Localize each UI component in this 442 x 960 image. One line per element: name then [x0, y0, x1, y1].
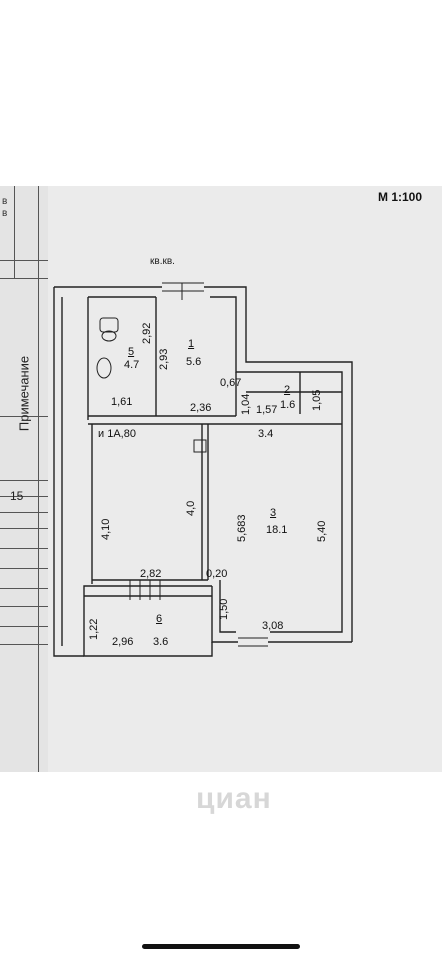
- dim-4-10: 4,10: [100, 518, 112, 540]
- plan-sheet: [48, 186, 442, 772]
- dim-1-05: 1,05: [311, 389, 323, 411]
- dim-2-82: 2,82: [140, 568, 162, 580]
- dim-2-96: 2,96: [112, 636, 134, 648]
- room-3-area: 18.1: [266, 524, 288, 536]
- room-3-number: 3: [270, 507, 277, 519]
- door-icon: [193, 439, 207, 453]
- dim-0-67: 0,67: [220, 377, 242, 389]
- home-indicator[interactable]: [142, 944, 300, 949]
- outer-wall-right-notch: [245, 302, 353, 642]
- dim-1-57: 1,57: [256, 404, 278, 416]
- dim-3-4: 3.4: [258, 428, 274, 440]
- room-1-area: 5.6: [186, 356, 202, 368]
- toilet-icon: [99, 317, 119, 333]
- outer-wall-top-right: [204, 286, 247, 302]
- outer-wall-left: [53, 287, 84, 657]
- room-5-area: 4.7: [124, 359, 140, 371]
- dim-2-36: 2,36: [190, 402, 212, 414]
- corner-text: в в: [2, 196, 8, 219]
- left-sheet: [0, 186, 51, 772]
- dim-5-40: 5,40: [316, 520, 328, 542]
- dim-3-08: 3,08: [262, 620, 284, 632]
- room-5-number: 5: [128, 346, 135, 358]
- room-1-number: 1: [188, 338, 195, 350]
- dim-2-92: 2,92: [141, 322, 153, 344]
- room-6-area: 3.6: [153, 636, 169, 648]
- dim-1-80: и 1А,80: [98, 428, 136, 440]
- dim-1-04: 1,04: [240, 393, 252, 415]
- room-2-area: 1.6: [280, 399, 296, 411]
- dim-1-22: 1,22: [88, 618, 100, 640]
- sink-icon: [96, 357, 112, 379]
- dim-4-0: 4,0: [185, 500, 197, 516]
- windows: [129, 282, 268, 647]
- scale-label: М 1:100: [378, 190, 423, 204]
- top-mark: кв.кв.: [150, 256, 175, 267]
- row-number: 15: [10, 489, 24, 503]
- room-6-number: 6: [156, 613, 163, 625]
- dim-2-93: 2,93: [158, 348, 170, 370]
- dim-5-683: 5,683: [236, 514, 248, 542]
- dim-1-61: 1,61: [111, 396, 133, 408]
- dim-0-20: 0,20: [206, 568, 228, 580]
- walls: [53, 286, 353, 657]
- watermark: циан: [196, 782, 272, 815]
- dim-1-50: 1,50: [218, 598, 230, 620]
- room-2-number: 2: [284, 384, 291, 396]
- fixtures: [96, 317, 207, 453]
